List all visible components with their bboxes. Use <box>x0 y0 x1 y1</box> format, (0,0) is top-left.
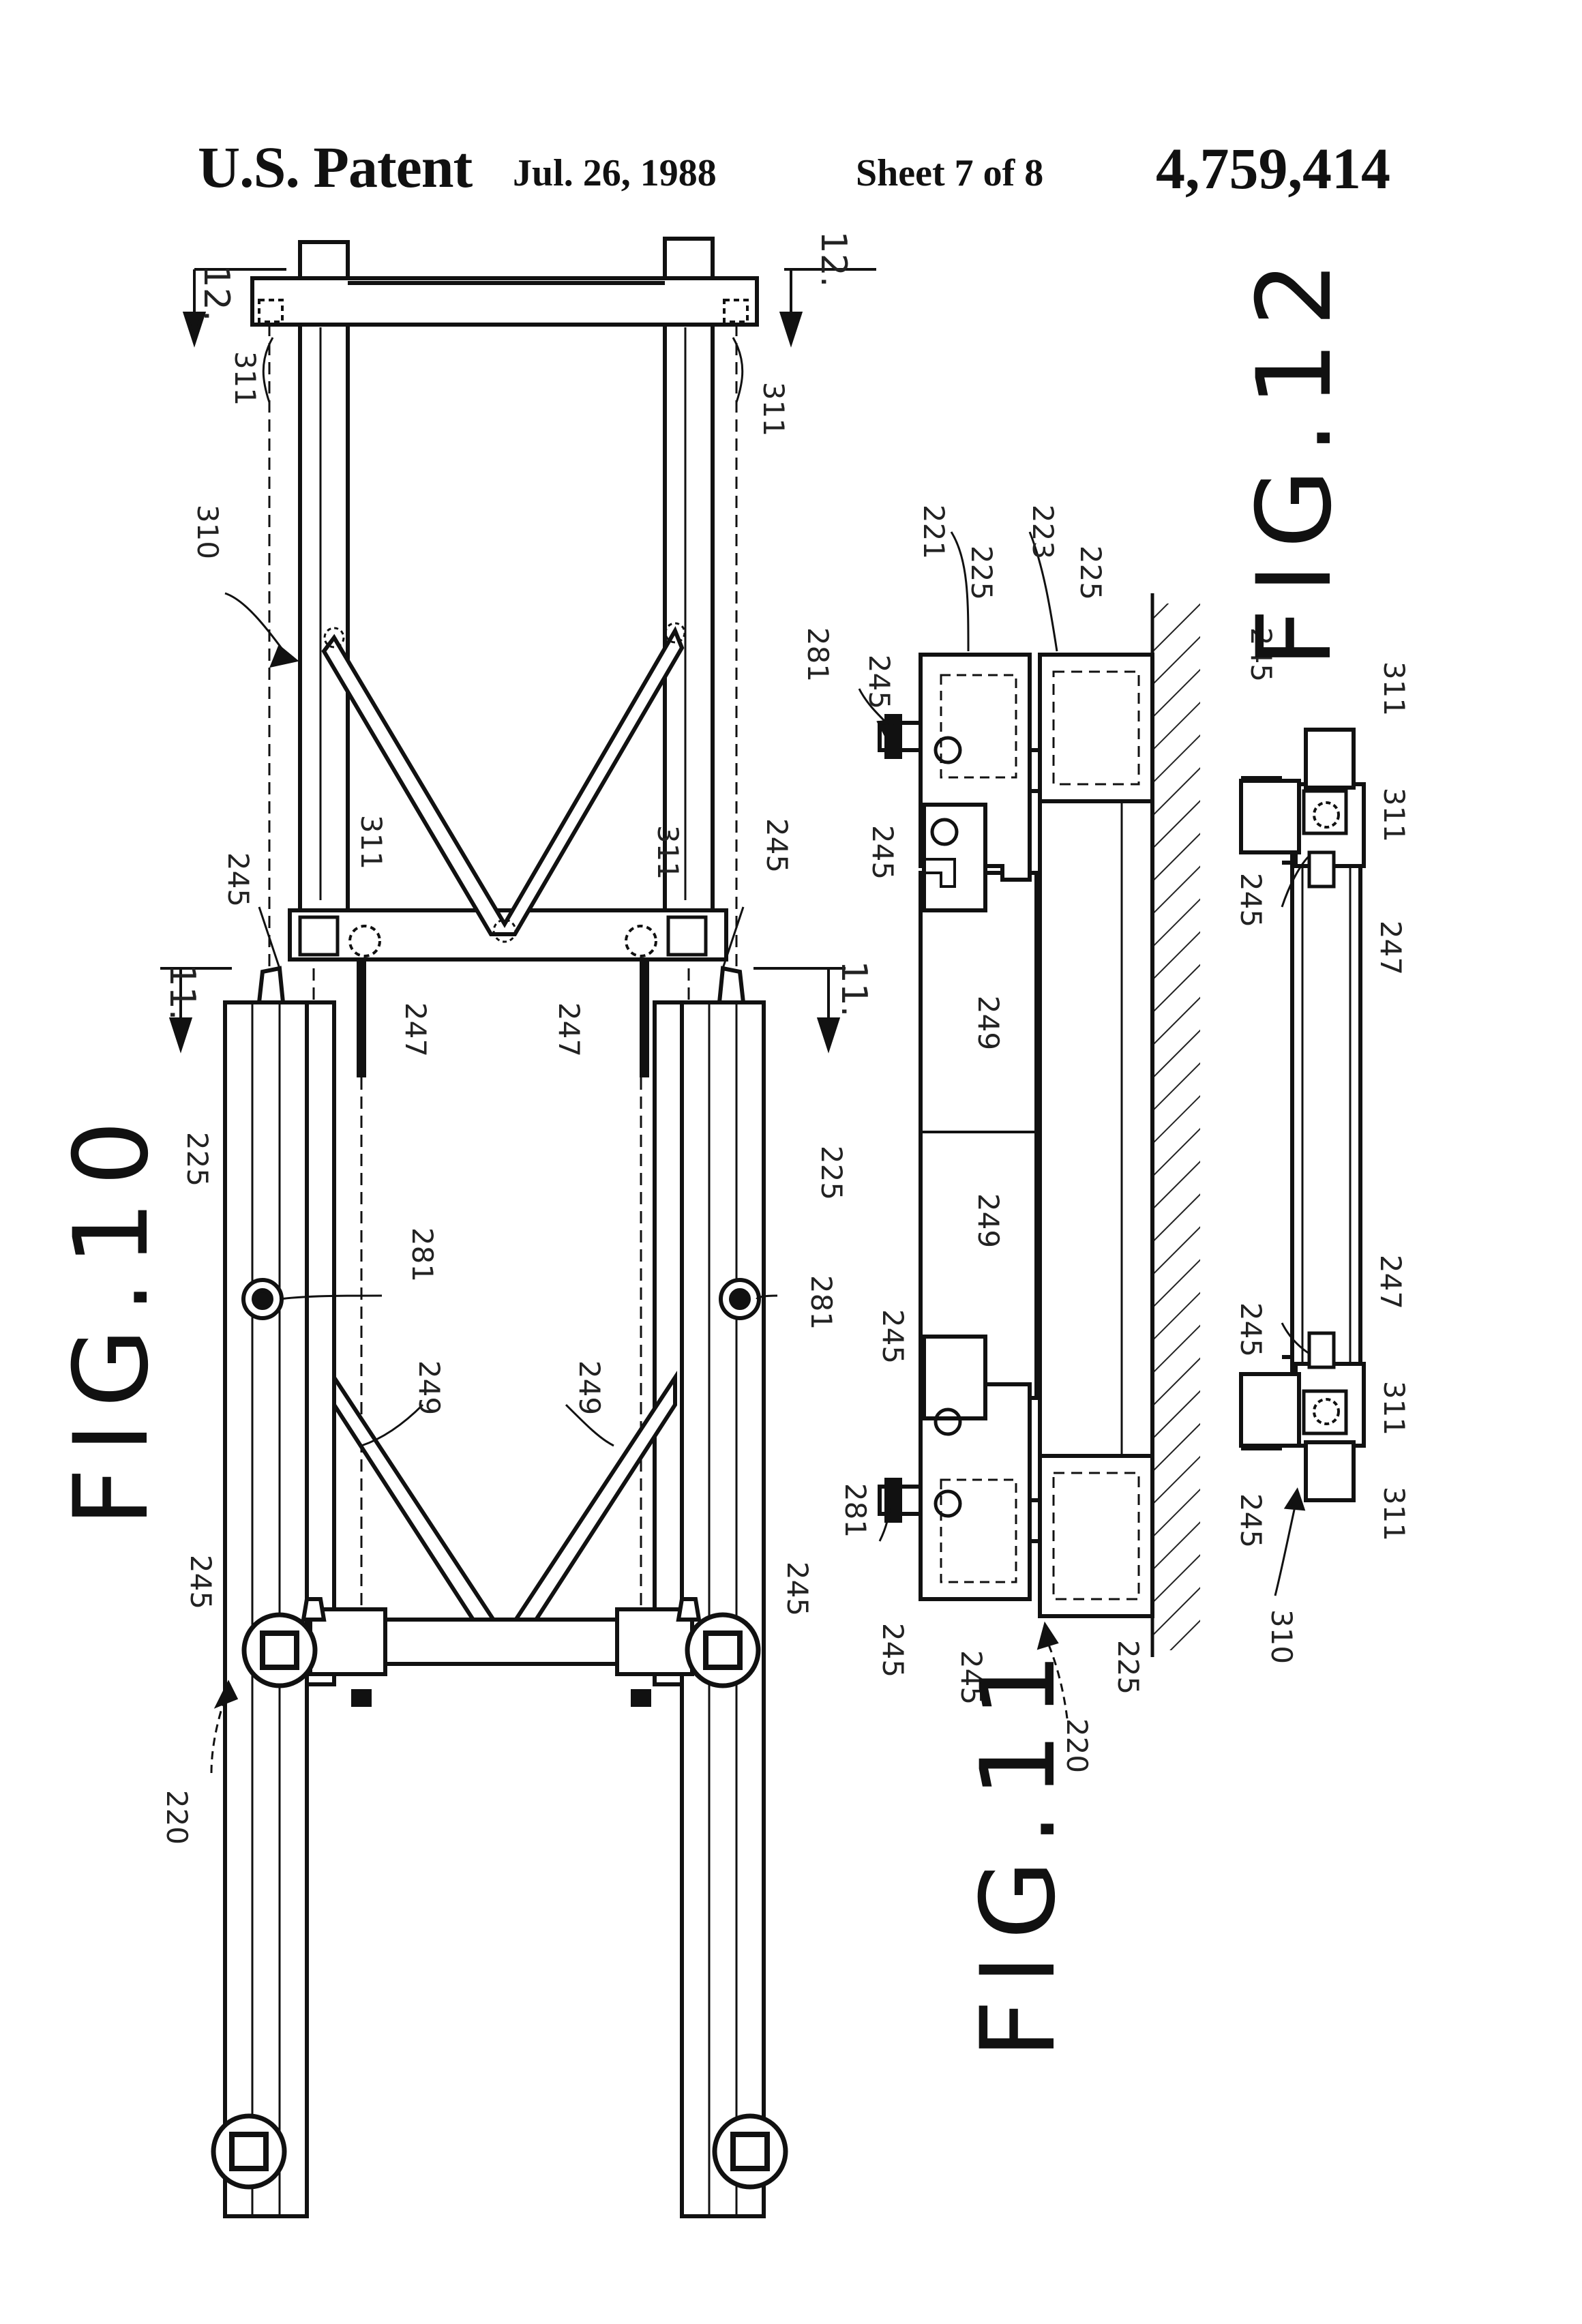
figure-10-title: FIG.10 <box>53 1105 171 1526</box>
frame-220-bracing <box>334 1377 675 1637</box>
label-311-mid-right: 311 <box>651 825 685 880</box>
section-mark-11-right: 11. <box>833 961 874 1017</box>
frame-310-top-crossbar <box>252 278 757 325</box>
label-247-left: 247 <box>399 1002 432 1057</box>
label-247-fig12-b: 247 <box>1374 1255 1407 1309</box>
label-311-fig12-d: 311 <box>1377 1487 1411 1541</box>
label-225-a: 225 <box>965 546 998 600</box>
frame-310-bracing <box>324 631 682 934</box>
fig10-drawing <box>160 239 876 2216</box>
label-245-bottom-right: 245 <box>781 1562 814 1616</box>
label-247-right: 247 <box>552 1002 586 1057</box>
label-249-right: 249 <box>573 1360 606 1415</box>
section-mark-11-left: 11. <box>162 964 203 1021</box>
figure-11-title: FIG.11 <box>959 1637 1078 2058</box>
label-245-fig12-d: 245 <box>1234 1493 1268 1548</box>
figure-12-title: FIG.12 <box>1236 246 1354 667</box>
frame-310-left-rail <box>300 242 348 941</box>
label-225-left: 225 <box>181 1132 214 1187</box>
label-311-fig12-a: 311 <box>1377 661 1411 716</box>
fig11-drawing <box>859 532 1200 1718</box>
label-221: 221 <box>917 505 951 559</box>
label-310: 310 <box>191 505 224 559</box>
label-245-b: 245 <box>866 825 899 880</box>
label-245-fig12-c: 245 <box>1234 1302 1268 1357</box>
fig12-drawing <box>1241 730 1364 1596</box>
label-249-b: 249 <box>972 1193 1005 1248</box>
label-245-top-right: 245 <box>760 818 794 873</box>
label-247-fig12-a: 247 <box>1374 921 1407 975</box>
label-225-right: 225 <box>815 1146 848 1200</box>
label-311-top-right: 311 <box>757 382 790 436</box>
fig11-upper-rail <box>921 873 1036 1398</box>
label-245-fig12-b: 245 <box>1234 873 1268 927</box>
section-mark-12-left: 12. <box>196 265 237 322</box>
label-249-left: 249 <box>413 1360 446 1415</box>
label-249-a: 249 <box>972 996 1005 1050</box>
label-245-top-left: 245 <box>222 852 255 907</box>
label-311-mid-left: 311 <box>355 815 388 869</box>
label-310-fig12: 310 <box>1265 1609 1298 1664</box>
label-281-left: 281 <box>406 1227 439 1282</box>
section-mark-12-right: 12. <box>813 231 854 288</box>
frame-220-left-rail <box>225 1002 307 2216</box>
label-281-bottom: 281 <box>839 1483 872 1538</box>
label-311-top-left: 311 <box>228 351 262 406</box>
label-311-fig12-c: 311 <box>1377 1381 1411 1435</box>
label-281-right: 281 <box>805 1275 838 1330</box>
label-245-a: 245 <box>863 655 896 709</box>
label-223: 223 <box>1026 505 1060 559</box>
label-220: 220 <box>160 1790 194 1845</box>
label-245-c: 245 <box>876 1309 910 1364</box>
label-225-b: 225 <box>1074 546 1107 600</box>
label-225-c: 225 <box>1111 1640 1145 1695</box>
label-281-top: 281 <box>801 627 835 682</box>
label-311-fig12-b: 311 <box>1377 788 1411 842</box>
label-245-e: 245 <box>876 1623 910 1678</box>
label-245-bottom-left: 245 <box>184 1555 218 1609</box>
